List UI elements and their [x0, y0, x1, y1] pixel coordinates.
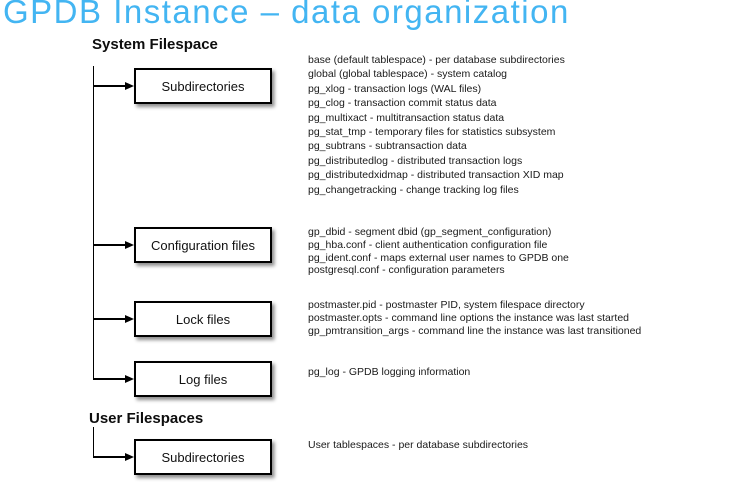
node-label: Subdirectories [161, 78, 245, 94]
node-box-subdirectories: Subdirectories [134, 68, 272, 104]
arrowhead-icon [125, 81, 134, 90]
description-configuration-files: gp_dbid - segment dbid (gp_segment_confi… [308, 226, 569, 277]
description-lock-files: postmaster.pid - postmaster PID, system … [308, 299, 642, 337]
section-heading-user-filespaces: User Filespaces [89, 410, 204, 427]
user-tree-trunk-line [92, 427, 94, 458]
connector-line-log-files [93, 378, 126, 380]
node-box-log-files: Log files [134, 361, 272, 397]
description-log-files: pg_log - GPDB logging information [308, 366, 471, 378]
node-box-lock-files: Lock files [134, 301, 272, 337]
slide-title: GPDB Instance – data organization [3, 0, 570, 30]
description-user-subdirectories: User tablespaces - per database subdirec… [308, 439, 529, 451]
connector-line-configuration-files [93, 244, 126, 246]
node-box-user-subdirectories: Subdirectories [134, 439, 272, 475]
arrowhead-icon [125, 452, 134, 461]
connector-line-user-subdirectories [93, 456, 126, 458]
arrowhead-icon [125, 240, 134, 249]
description-subdirectories: base (default tablespace) - per database… [308, 54, 565, 196]
node-label: Lock files [175, 311, 231, 327]
arrowhead-icon [125, 374, 134, 383]
node-label: Log files [178, 371, 228, 387]
connector-line-lock-files [93, 318, 126, 320]
arrowhead-icon [125, 314, 134, 323]
node-label: Configuration files [150, 237, 256, 253]
system-tree-trunk-line [92, 66, 94, 380]
section-heading-system-filespace: System Filespace [92, 36, 218, 53]
node-box-configuration-files: Configuration files [134, 227, 272, 263]
node-label: Subdirectories [161, 449, 245, 465]
connector-line-subdirectories [93, 85, 126, 87]
